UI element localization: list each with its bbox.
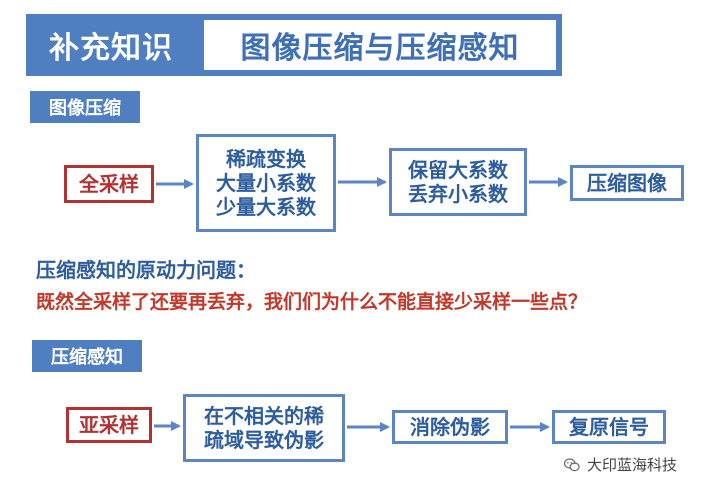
box-incoherent-artifact: 在不相关的稀 疏域导致伪影 bbox=[183, 394, 345, 462]
box-remove-artifacts: 消除伪影 bbox=[392, 410, 508, 444]
section-label-image-compression: 图像压缩 bbox=[30, 91, 140, 123]
wechat-icon bbox=[563, 457, 580, 471]
sparse-line-3: 少量大系数 bbox=[216, 195, 316, 219]
section-label-compressed-sensing: 压缩感知 bbox=[32, 340, 142, 372]
box-compressed-image: 压缩图像 bbox=[570, 165, 684, 201]
keep-line-2: 丢弃小系数 bbox=[408, 182, 508, 206]
incoherent-line-2: 疏域导致伪影 bbox=[204, 428, 324, 452]
motivation-statement: 既然全采样了还要再丢弃，我们们为什么不能直接少采样一些点？ bbox=[36, 291, 588, 313]
brand-watermark: 大印蓝海科技 bbox=[563, 454, 677, 475]
keep-line-1: 保留大系数 bbox=[408, 158, 508, 182]
brand-name: 大印蓝海科技 bbox=[587, 456, 678, 474]
box-keep-coefficients: 保留大系数 丢弃小系数 bbox=[389, 148, 527, 216]
sparse-line-1: 稀疏变换 bbox=[226, 147, 306, 171]
motivation-question: 压缩感知的原动力问题： bbox=[36, 258, 256, 282]
box-sparse-transform: 稀疏变换 大量小系数 少量大系数 bbox=[196, 134, 336, 232]
box-full-sampling: 全采样 bbox=[64, 165, 154, 203]
box-sub-sampling: 亚采样 bbox=[66, 407, 152, 443]
sparse-line-2: 大量小系数 bbox=[216, 171, 316, 195]
title-left: 补充知识 bbox=[49, 31, 173, 66]
incoherent-line-1: 在不相关的稀 bbox=[204, 404, 324, 428]
box-recover-signal: 复原信号 bbox=[552, 410, 666, 444]
title-right: 图像压缩与压缩感知 bbox=[204, 20, 556, 70]
